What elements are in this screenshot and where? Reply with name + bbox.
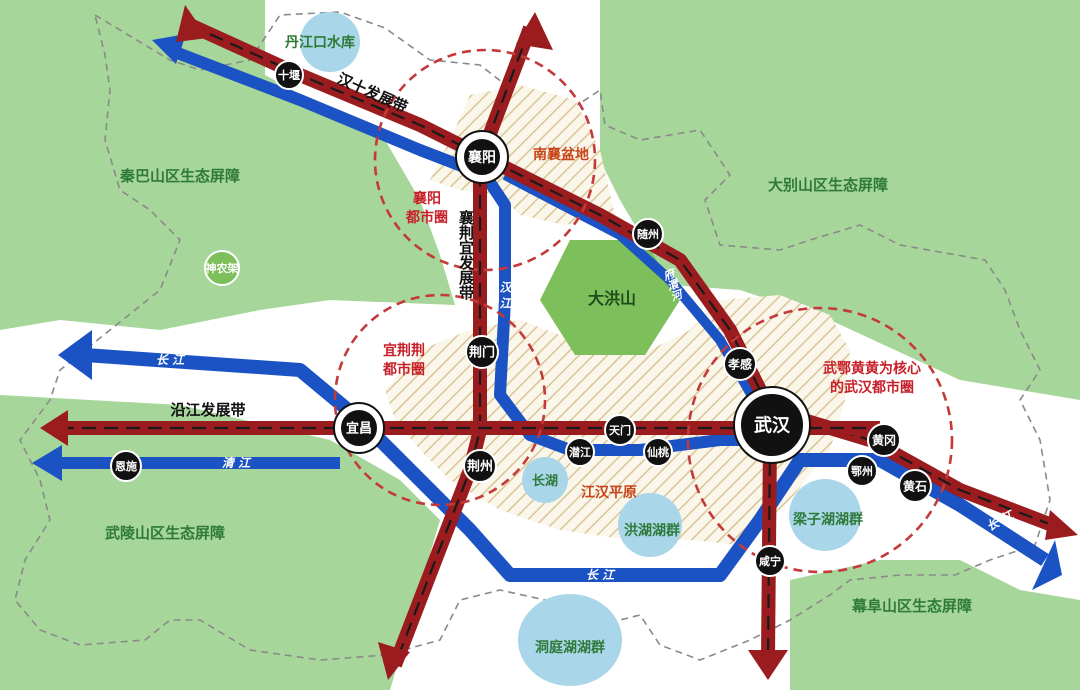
dabie-ecology-label: 大别山区生态屏障	[768, 176, 888, 194]
changjiang-label-west: 长 江	[156, 353, 186, 367]
hanshi-development-belt	[187, 18, 1063, 535]
city-node-huangshi: 黄石	[898, 469, 932, 503]
city-marker-huangshi	[898, 469, 932, 503]
changhu-lake	[522, 457, 568, 503]
changjiang-label-south: 长 江	[586, 568, 616, 582]
city-label-enshi: 恩施	[115, 459, 137, 473]
city-node-yichang: 宜昌	[333, 402, 385, 454]
city-label-wuhan: 武汉	[754, 415, 791, 436]
city-label-shiyan: 十堰	[278, 68, 300, 82]
city-marker-qianjiang	[565, 437, 595, 467]
dahongshan-core-area	[540, 240, 680, 355]
xiangjingyi-belt-label: 襄荆宜发展带	[457, 209, 475, 301]
honghu-label: 洪湖湖群	[624, 522, 680, 539]
city-marker-ezhou	[846, 455, 878, 487]
yijingjing-metro-label-1: 宜荆荆	[383, 342, 425, 359]
liangzi-label: 梁子湖湖群	[792, 511, 863, 528]
city-label-xiangyang: 襄阳	[467, 149, 496, 166]
city-marker-yichang	[339, 408, 379, 448]
shennongjia-marker	[204, 250, 240, 286]
yanjiang-belt-label: 沿江发展带	[170, 401, 245, 419]
city-node-shiyan: 十堰	[274, 60, 304, 90]
honghu-lake	[618, 493, 682, 557]
changjiang-west-arrow	[58, 330, 92, 380]
city-marker-huanggang	[867, 423, 901, 457]
muhuang-ecology-label: 幕阜山区生态屏障	[851, 597, 972, 615]
xianning-south-arrow	[748, 650, 788, 680]
city-label-jingzhou: 荆州	[467, 459, 493, 475]
city-label-tianmen: 天门	[609, 423, 631, 437]
dahongshan-label: 大洪山	[588, 289, 636, 308]
city-node-wuhan: 武汉	[733, 386, 811, 464]
xiangyang-metro-label-2: 都市圈	[405, 209, 448, 226]
xiangjingyi-north-arrow	[516, 12, 553, 50]
city-node-tianmen: 天门	[604, 414, 636, 446]
dongting-lake	[518, 594, 622, 686]
city-node-huanggang: 黄冈	[867, 423, 901, 457]
city-label-xiantao: 仙桃	[647, 445, 669, 459]
city-label-huanggang: 黄冈	[872, 432, 896, 447]
city-label-yichang: 宜昌	[346, 421, 372, 437]
city-marker-xiangyang	[462, 137, 502, 177]
city-marker-shiyan	[274, 60, 304, 90]
wuhan-metro-label-1: 武鄂黄黄为核心	[823, 360, 921, 377]
city-marker-xiantao	[643, 437, 673, 467]
city-marker-suizhou	[632, 218, 664, 250]
nanxiang-basin-label: 南襄盆地	[533, 146, 589, 163]
muhuang-ecology-zone	[790, 560, 1080, 690]
city-marker-xiaogan	[723, 347, 757, 381]
yijingjing-metro-circle	[333, 293, 547, 507]
hanjiang-label: 汉 江	[497, 280, 512, 309]
xiangyang-metro-circle	[373, 48, 597, 272]
city-label-suizhou: 随州	[637, 227, 659, 241]
city-node-suizhou: 随州	[632, 218, 664, 250]
city-label-qianjiang: 潜江	[569, 445, 591, 459]
city-label-ezhou: 鄂州	[851, 464, 873, 478]
city-marker-xianning	[754, 545, 786, 577]
city-label-xianning: 咸宁	[759, 554, 781, 568]
qingjiang-west-arrow	[32, 445, 62, 481]
city-node-enshi: 恩施	[110, 450, 142, 482]
liangzi-lake	[789, 479, 861, 551]
city-marker-enshi	[110, 450, 142, 482]
danjiangkou-label: 丹江口水库	[285, 34, 355, 51]
city-marker-wuhan	[739, 392, 805, 458]
city-label-xiaogan: 孝感	[727, 356, 752, 371]
hanshi-east-arrow	[1045, 510, 1078, 540]
wuhan-metro-label-2: 的武汉都市圈	[830, 379, 914, 396]
city-node-ezhou: 鄂州	[846, 455, 878, 487]
city-node-xianning: 咸宁	[754, 545, 786, 577]
shennongjia-label: 神农架	[206, 261, 239, 275]
danjiangkou-lake	[300, 12, 360, 72]
changjiang-east-arrow	[1032, 540, 1062, 590]
city-label-jingmen: 荆门	[469, 345, 495, 361]
qinba-ecology-label: 秦巴山区生态屏障	[119, 167, 240, 185]
yanjiang-west-arrow	[40, 410, 68, 446]
province-boundary	[14, 11, 1051, 661]
city-marker-tianmen	[604, 414, 636, 446]
city-marker-jingmen	[465, 335, 499, 369]
wuling-ecology-label: 武陵山区生态屏障	[105, 524, 225, 542]
jianghan-plain-label: 江汉平原	[581, 484, 637, 501]
city-label-huangshi: 黄石	[903, 478, 927, 493]
city-node-jingmen: 荆门	[465, 335, 499, 369]
yijingjing-metro-label-2: 都市圈	[382, 361, 425, 378]
xiangjingyi-south-arrow	[378, 642, 410, 680]
dongting-label: 洞庭湖湖群	[535, 639, 605, 656]
hanshi-west-arrow	[176, 5, 208, 42]
city-node-xiantao: 仙桃	[643, 437, 673, 467]
qingjiang-label: 清 江	[222, 456, 252, 470]
xiangyang-metro-label-1: 襄阳	[412, 190, 441, 207]
city-node-xiangyang: 襄阳	[455, 130, 509, 184]
wuhan-metro-circle	[686, 306, 954, 574]
changhu-label: 长湖	[532, 473, 558, 489]
qinba-ecology-zone	[0, 0, 455, 330]
city-node-jingzhou: 荆州	[463, 449, 497, 483]
city-marker-jingzhou	[463, 449, 497, 483]
city-node-qianjiang: 潜江	[565, 437, 595, 467]
city-node-xiaogan: 孝感	[723, 347, 757, 381]
dabie-ecology-zone	[600, 0, 1080, 400]
